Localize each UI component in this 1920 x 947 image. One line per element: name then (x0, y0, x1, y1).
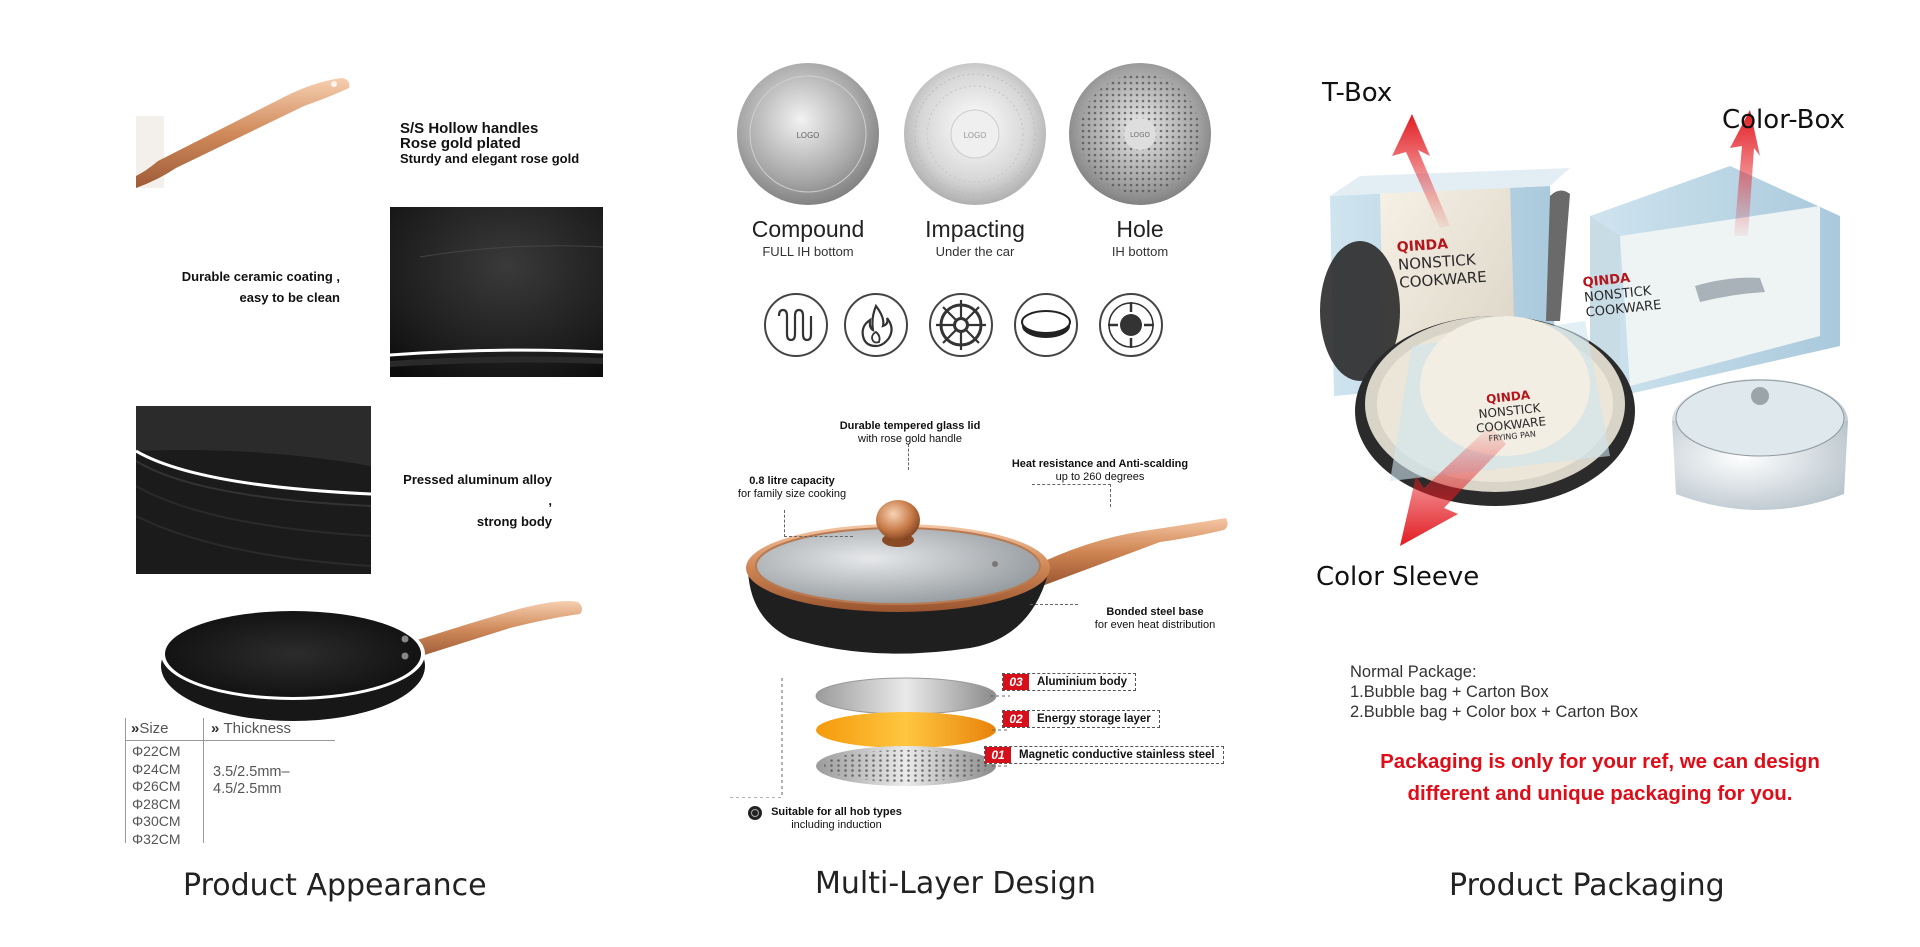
table-vertical-rule (203, 718, 204, 843)
size-list: Φ22CM Φ24CM Φ26CM Φ28CM Φ30CM Φ32CM (132, 743, 181, 848)
packaging-note: Packaging is only for your ref, we can d… (1330, 746, 1870, 810)
layer-name: Magnetic conductive stainless steel (1019, 749, 1215, 761)
capacity-callout: 0.8 litre capacity for family size cooki… (722, 475, 862, 501)
hole-sub: IH bottom (1111, 244, 1169, 259)
impacting-label: Impacting (925, 216, 1025, 242)
layer-label-01: 01 Magnetic conductive stainless steel (984, 746, 1224, 764)
gas-burner-icon (929, 293, 993, 357)
thickness-header-label: Thickness (223, 720, 292, 737)
thickness-line: 3.5/2.5mm– (213, 764, 290, 780)
table-header-rule (125, 740, 335, 741)
heat-connector-line (1032, 484, 1111, 507)
handle-feature-line3: Sturdy and elegant rose gold (400, 151, 580, 166)
normal-package-item2: 2.Bubble bag + Color box + Carton Box (1350, 703, 1639, 721)
layer-name: Energy storage layer (1037, 713, 1151, 725)
handle-feature-text: S/S Hollow handles Rose gold plated Stur… (400, 121, 579, 166)
hob-callout-title: Suitable for all hob types (771, 806, 902, 818)
burner-icon (748, 806, 762, 820)
heat-callout: Heat resistance and Anti-scalding up to … (1000, 458, 1200, 484)
aluminum-body-closeup-image (136, 406, 371, 574)
lid-callout-sub: with rose gold handle (858, 433, 962, 445)
multilayer-pan-diagram (730, 500, 1228, 798)
hole-bottom-disc-image: LOGO (1069, 63, 1211, 205)
layer-name: Aluminium body (1037, 676, 1128, 688)
logo-text: LOGO (964, 131, 987, 140)
handle-feature-line2: Rose gold plated (400, 135, 521, 152)
colorbox-label: Color-Box (1722, 105, 1846, 135)
packaging-caption: Product Packaging (1449, 868, 1725, 903)
normal-package-item1: 1.Bubble bag + Carton Box (1350, 683, 1549, 701)
capacity-callout-sub: for family size cooking (737, 488, 847, 500)
base-callout-sub: for even heat distribution (1094, 619, 1216, 631)
list-item: Φ22CM (132, 743, 181, 759)
hob-callout: Suitable for all hob types including ind… (748, 806, 902, 832)
rose-gold-handle-image (136, 78, 350, 188)
double-chevron-icon: » (131, 720, 140, 737)
coating-feature-line2: easy to be clean (239, 290, 340, 305)
appearance-caption: Product Appearance (183, 868, 487, 903)
logo-text: LOGO (1130, 131, 1151, 139)
normal-package-info: Normal Package: 1.Bubble bag + Carton Bo… (1350, 662, 1638, 722)
compound-label: Compound (751, 216, 865, 242)
double-chevron-icon: » (211, 720, 220, 737)
size-header: »Size (131, 720, 169, 737)
layer-number: 01 (985, 747, 1011, 763)
gas-flame-icon (844, 293, 908, 357)
base-callout-title: Bonded steel base (1106, 606, 1204, 618)
sleeve-label: Color Sleeve (1316, 562, 1480, 592)
list-item: Φ24CM (132, 760, 181, 777)
impacting-sub: Under the car (935, 244, 1015, 259)
logo-text: LOGO (797, 131, 820, 140)
coating-feature-line1: Durable ceramic coating , (181, 269, 340, 284)
handle-feature-line1: S/S Hollow handles (400, 120, 539, 137)
list-item: Φ28CM (132, 795, 181, 812)
size-table: »Size » Thickness Φ22CM Φ24CM Φ26CM Φ28C… (125, 718, 335, 847)
layer-label-02: 02 Energy storage layer (1002, 710, 1160, 728)
packaging-note-line1: Packaging is only for your ref, we can d… (1380, 750, 1820, 773)
heat-callout-title: Heat resistance and Anti-scalding (1011, 458, 1189, 470)
list-item: Φ30CM (132, 813, 181, 829)
induction-coil-icon (764, 293, 828, 357)
coating-feature-text: Durable ceramic coating , easy to be cle… (160, 266, 340, 308)
lid-callout-title: Durable tempered glass lid (839, 420, 981, 432)
base-callout: Bonded steel base for even heat distribu… (1080, 606, 1230, 632)
size-header-label: Size (139, 720, 169, 737)
layer-label-03: 03 Aluminium body (1002, 673, 1137, 691)
frying-pan-image (161, 601, 583, 721)
list-item: Φ26CM (132, 778, 181, 794)
body-feature-text: Pressed aluminum alloy , strong body (398, 469, 552, 532)
heat-callout-sub: up to 260 degrees (1055, 471, 1145, 483)
body-feature-line2: strong body (476, 514, 552, 529)
compound-bottom-disc-image: LOGO (737, 63, 879, 205)
layer-number: 02 (1003, 711, 1029, 727)
impacting-bottom-disc-image: LOGO (904, 63, 1046, 205)
packaging-photo (1320, 110, 1848, 546)
thickness-line: 4.5/2.5mm (213, 781, 282, 797)
thickness-header: » Thickness (211, 720, 291, 737)
tbox-print: QINDA NONSTICK COOKWARE (1396, 232, 1509, 291)
compound-sub: FULL IH bottom (762, 244, 854, 259)
halogen-hob-icon (1099, 293, 1163, 357)
lid-callout: Durable tempered glass lid with rose gol… (820, 420, 1000, 446)
list-item: Φ32CM (132, 830, 181, 847)
ceramic-coating-closeup-image (390, 207, 603, 377)
normal-package-title: Normal Package: (1350, 663, 1477, 681)
electric-plate-icon (1014, 293, 1078, 357)
packaging-note-line2: different and unique packaging for you. (1407, 782, 1793, 805)
base-connector-line (1030, 604, 1078, 605)
lid-connector-line (908, 444, 909, 470)
hole-label: Hole (1116, 216, 1164, 242)
multilayer-caption: Multi-Layer Design (815, 866, 1096, 901)
hob-callout-sub: including induction (791, 819, 882, 831)
thickness-values: 3.5/2.5mm– 4.5/2.5mm (213, 764, 290, 798)
body-feature-line1: Pressed aluminum alloy , (403, 472, 552, 508)
tbox-label: T-Box (1322, 78, 1393, 108)
capacity-connector-line (784, 510, 853, 537)
capacity-callout-title: 0.8 litre capacity (749, 475, 835, 487)
table-left-rule (125, 718, 126, 843)
layer-number: 03 (1003, 674, 1029, 690)
